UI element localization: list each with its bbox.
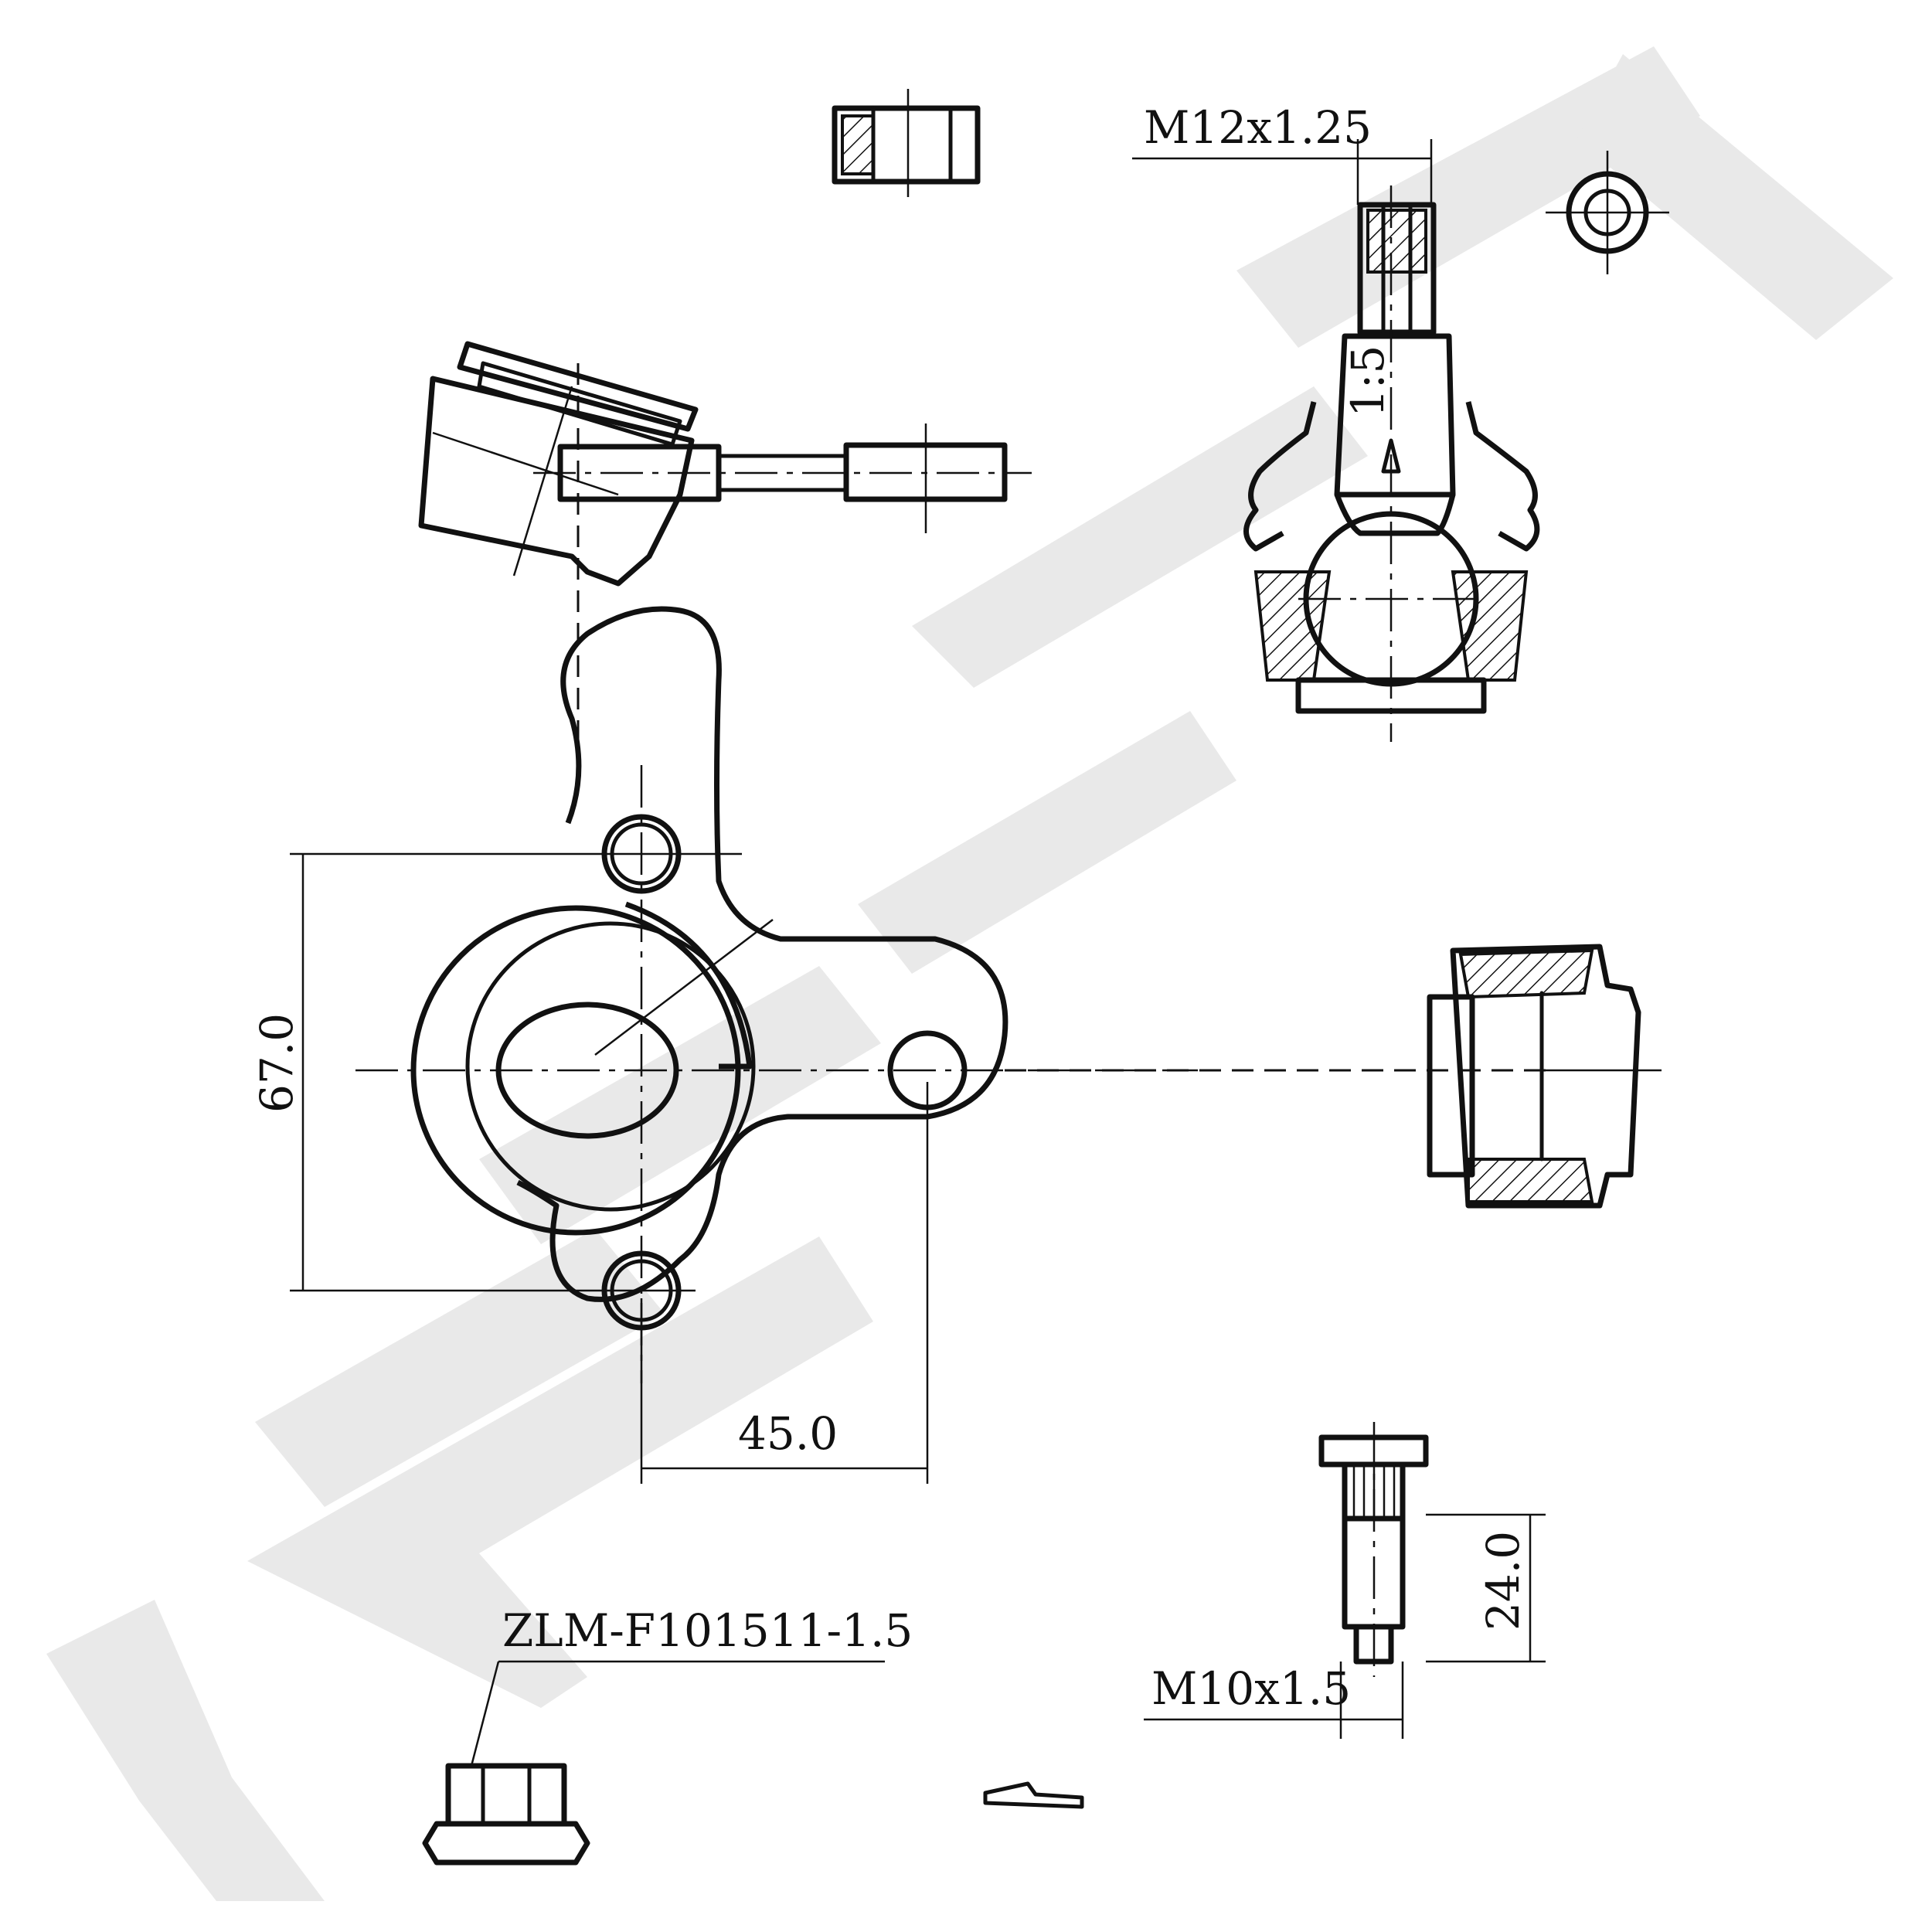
housing-side-section bbox=[1005, 944, 1662, 1209]
dust-boot-view bbox=[418, 341, 1032, 765]
bolt-thread-label: M10x1.5 bbox=[1151, 1662, 1351, 1715]
watermark-logo bbox=[46, 46, 1893, 1901]
bolt-side-view: 24.0 M10x1.5 bbox=[1144, 1422, 1546, 1739]
height-dimension: 67.0 bbox=[250, 852, 742, 1292]
width-label: 45.0 bbox=[738, 1407, 838, 1460]
torx-head-icon bbox=[1546, 151, 1669, 274]
stud-thread-label: M12x1.25 bbox=[1144, 101, 1372, 154]
nut-part-label: ZLM-F101511-1.5 bbox=[502, 1604, 913, 1657]
ball-joint-section-view: 1:5 M12x1.25 bbox=[1132, 101, 1540, 742]
height-label: 67.0 bbox=[250, 1013, 303, 1113]
lock-nut-side-view bbox=[832, 89, 981, 197]
flange-nut-view: ZLM-F101511-1.5 bbox=[422, 1604, 913, 1866]
bolt-length-label: 24.0 bbox=[1477, 1531, 1529, 1631]
width-dimension: 45.0 bbox=[640, 1082, 929, 1484]
taper-label: 1:5 bbox=[1342, 345, 1394, 417]
cotter-pin-view bbox=[983, 1781, 1084, 1809]
